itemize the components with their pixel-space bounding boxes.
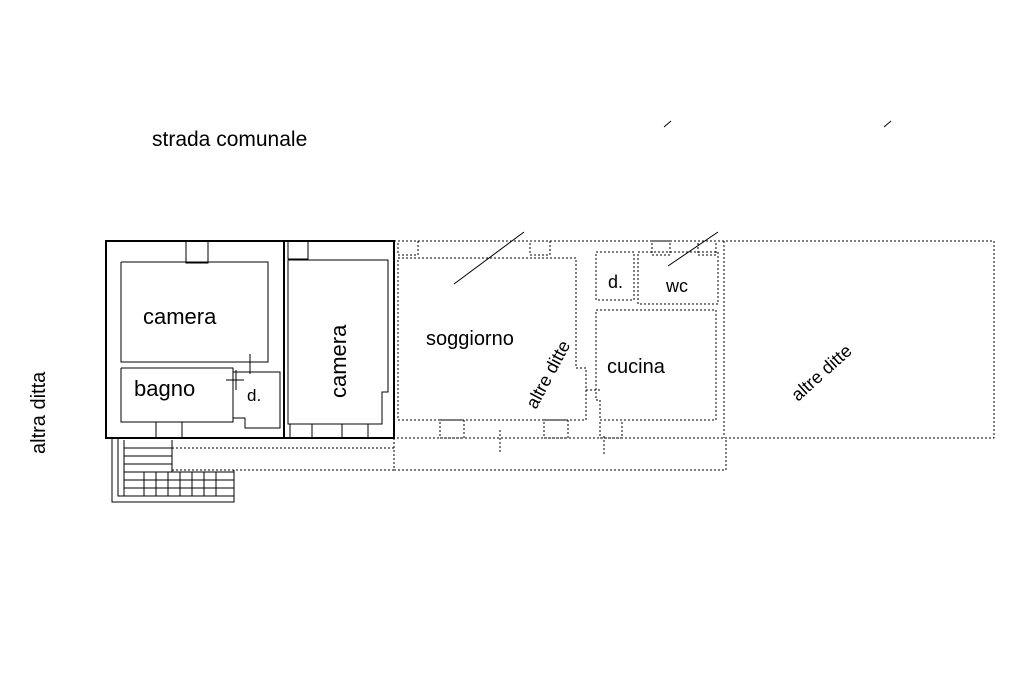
label-altre-ditte-2: altre ditte (787, 341, 855, 405)
room-label-camera-2: camera (326, 324, 351, 398)
openings-solid (155, 240, 369, 439)
street-label: strada comunale (152, 128, 307, 151)
room-label-disimpegno-1: d. (247, 386, 261, 405)
stairs (111, 438, 235, 503)
left-neighbor-label: altra ditta (28, 371, 50, 454)
room-label-bagno: bagno (134, 376, 195, 401)
room-label-wc: wc (665, 276, 688, 296)
north-tick-marks (663, 120, 892, 128)
room-label-cucina: cucina (607, 356, 666, 378)
label-altre-ditte-1: altre ditte (522, 337, 574, 412)
solid-building (105, 240, 395, 439)
diagonal-marks (453, 231, 719, 285)
dotted-building (172, 240, 995, 471)
room-label-camera-1: camera (143, 304, 217, 329)
room-label-disimpegno-2: d. (608, 272, 623, 292)
room-label-soggiorno: soggiorno (426, 328, 514, 350)
